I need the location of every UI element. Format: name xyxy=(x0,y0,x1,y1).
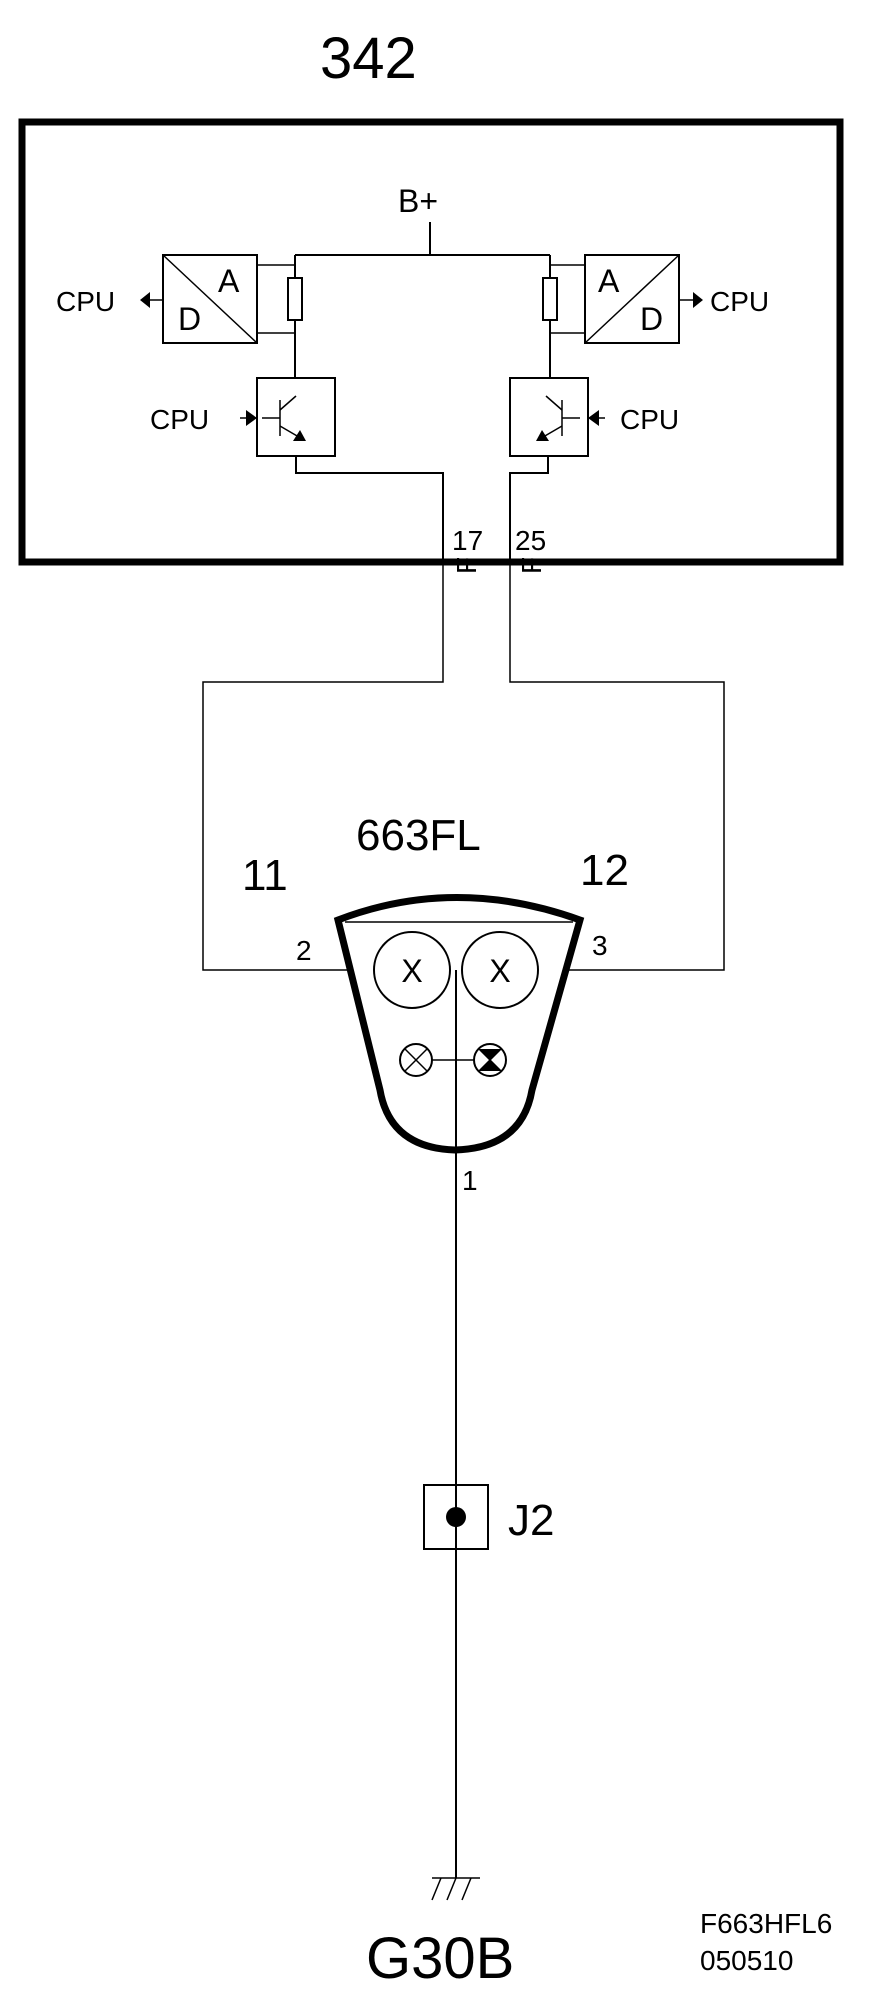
right-adc-a-label: A xyxy=(598,263,620,299)
wire-11 xyxy=(202,562,444,971)
drawing-date-label: 050510 xyxy=(700,1945,793,1976)
left-adc-d-label: D xyxy=(178,301,201,337)
junction-j2-label: J2 xyxy=(508,1496,554,1545)
module-pin-17-label: 17 xyxy=(452,525,483,556)
right-adc-d-label: D xyxy=(640,301,663,337)
module-pin-25-connector-letter: F xyxy=(516,557,547,574)
ground-symbol xyxy=(431,1877,480,1901)
component-pin-3-label: 3 xyxy=(592,930,608,961)
component-element-left-mark: X xyxy=(401,953,422,989)
right-driver-to-pin-25-wire xyxy=(509,456,549,562)
right-adc-output-arrow xyxy=(693,292,703,308)
right-adc-cpu-label: CPU xyxy=(710,286,769,317)
component-lamp-right xyxy=(473,1043,507,1077)
left-resistor xyxy=(287,277,303,321)
left-driver-to-pin-17-wire xyxy=(295,456,444,562)
component-element-right-mark: X xyxy=(489,953,510,989)
right-adc-converter: A D xyxy=(584,254,680,344)
right-driver-input-arrow xyxy=(588,410,599,426)
left-adc-a-label: A xyxy=(218,263,240,299)
left-adc-output-arrow xyxy=(140,292,150,308)
component-663fl-housing xyxy=(333,894,585,1154)
component-element-right xyxy=(461,931,539,1009)
module-id-label: 342 xyxy=(320,26,417,91)
wire-12 xyxy=(509,562,725,971)
right-transistor-driver xyxy=(509,377,589,457)
left-adc-converter: A D xyxy=(162,254,258,344)
component-element-left xyxy=(373,931,451,1009)
wire-12-label: 12 xyxy=(580,846,629,895)
module-pin-25-label: 25 xyxy=(515,525,546,556)
right-resistor xyxy=(542,277,558,321)
right-driver-cpu-label: CPU xyxy=(620,404,679,435)
module-pin-17-connector-letter: F xyxy=(451,557,482,574)
ground-id-label: G30B xyxy=(366,1926,514,1991)
left-driver-cpu-label: CPU xyxy=(150,404,209,435)
component-id-label: 663FL xyxy=(356,811,481,860)
left-driver-input-arrow xyxy=(246,410,257,426)
left-transistor-driver xyxy=(256,377,336,457)
junction-j2-dot xyxy=(446,1507,466,1527)
component-lamp-left xyxy=(399,1043,433,1077)
supply-label: B+ xyxy=(398,183,438,219)
wire-11-label: 11 xyxy=(242,851,288,900)
drawing-code-label: F663HFL6 xyxy=(700,1908,832,1939)
component-pin-2-label: 2 xyxy=(296,935,312,966)
component-pin-1-label: 1 xyxy=(462,1165,478,1196)
module-342-box xyxy=(18,118,844,566)
left-adc-cpu-label: CPU xyxy=(56,286,115,317)
